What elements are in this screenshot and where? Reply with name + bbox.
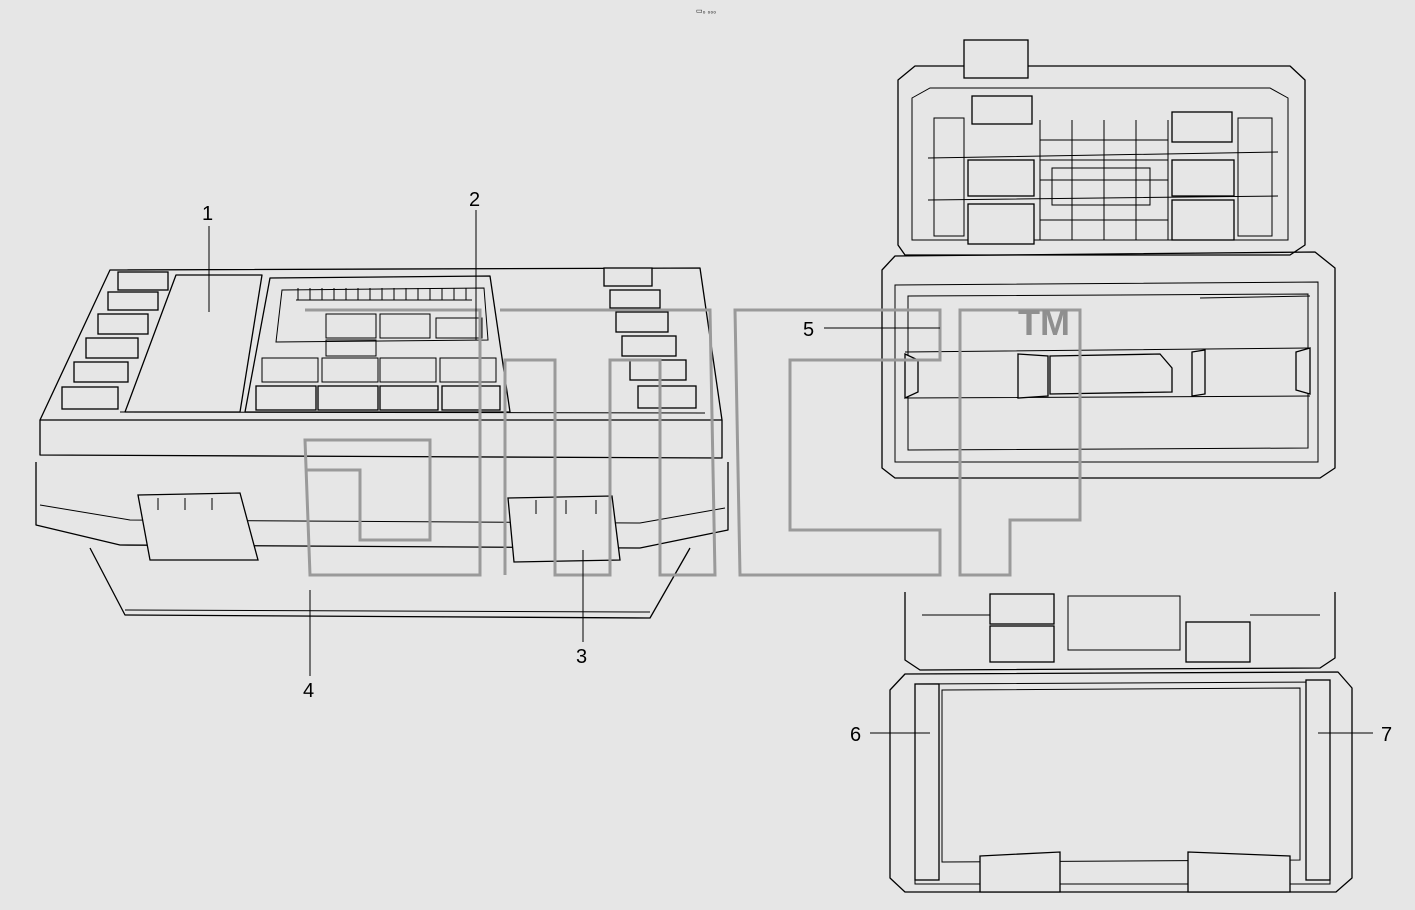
callout-5: 5 (803, 319, 814, 341)
tray-view (881, 251, 1336, 479)
header-mark: ▭₀ ₀₀₀ (696, 8, 716, 15)
callout-6: 6 (850, 724, 861, 746)
callout-7: 7 (1381, 724, 1392, 746)
lid-grid (255, 313, 501, 411)
callout-2: 2 (469, 189, 480, 211)
callout-1: 1 (202, 203, 213, 225)
open-lid-view (897, 39, 1306, 256)
latch-right (507, 495, 621, 563)
lid-window (124, 274, 263, 413)
watermark: TM (303, 302, 1082, 577)
handle-ribs (296, 288, 472, 301)
leader-lines (208, 210, 1373, 734)
open-base-view (889, 592, 1353, 893)
callout-3: 3 (576, 646, 587, 668)
lid-compartments-right (603, 267, 697, 409)
closed-toolbox (35, 267, 729, 619)
lid-compartments-left (61, 271, 169, 410)
latch-left (137, 492, 259, 561)
callout-4: 4 (303, 680, 314, 702)
watermark-trademark: TM (1018, 302, 1070, 343)
